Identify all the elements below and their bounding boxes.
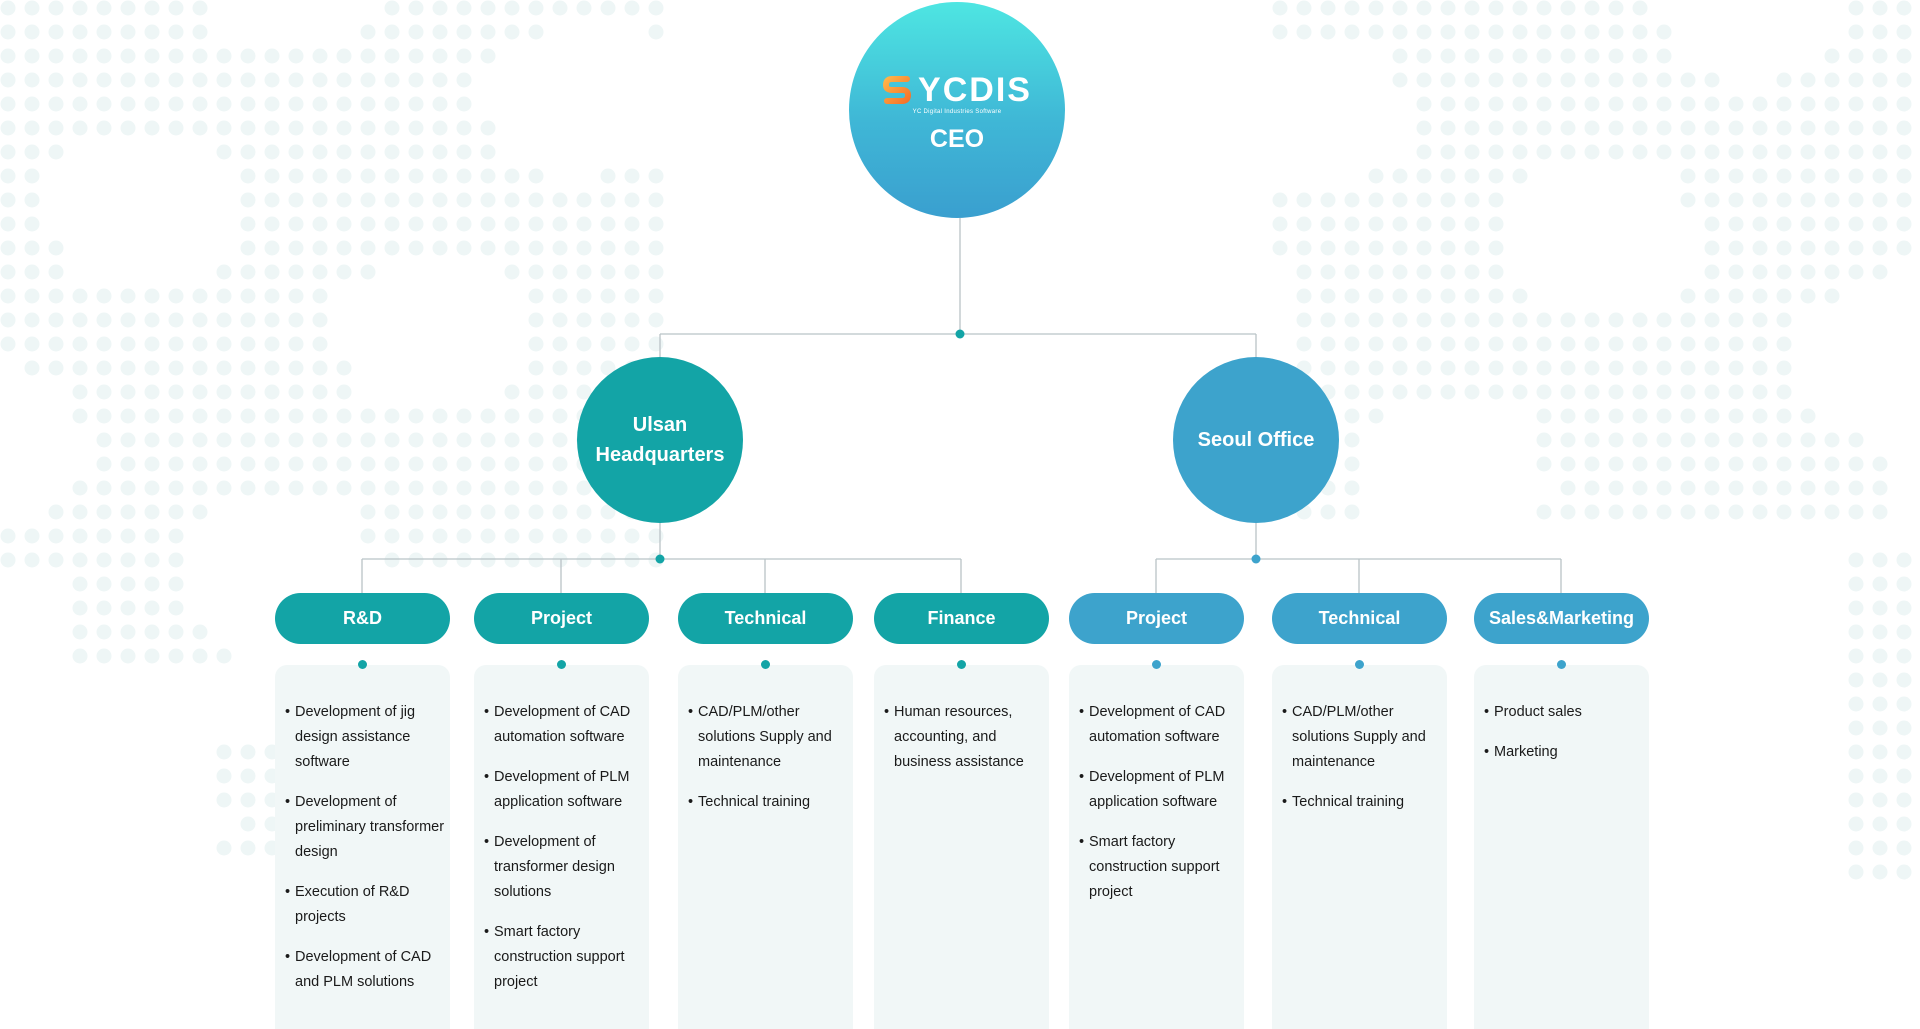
dept-pill-ulsan-project: Project xyxy=(474,593,649,644)
company-logo: YCDIS YC Digital Industries Software xyxy=(882,73,1032,115)
logo-tagline: YC Digital Industries Software xyxy=(912,108,1002,115)
dept-pill-seoul-sales-marketing: Sales&Marketing xyxy=(1474,593,1649,644)
ceo-node: YCDIS YC Digital Industries Software CEO xyxy=(849,2,1065,218)
dept-duty-item: Development of PLM application software xyxy=(484,765,645,815)
dept-duty-item: Human resources, accounting, and busines… xyxy=(884,700,1045,775)
ceo-junction-dot xyxy=(955,329,965,339)
ycdis-logo-mark-icon xyxy=(882,75,912,105)
dept-pill-ulsan-finance: Finance xyxy=(874,593,1049,644)
dept-duty-item: Execution of R&D projects xyxy=(285,880,446,930)
ceo-title: CEO xyxy=(929,124,985,153)
ulsan-headquarters-node: Ulsan Headquarters xyxy=(577,357,743,523)
dept-duty-item: Smart factory construction support proje… xyxy=(484,920,645,995)
dept-duty-item: Development of PLM application software xyxy=(1079,765,1240,815)
seoul-office-label: Seoul Office xyxy=(1197,429,1315,451)
ulsan-headquarters-label: Ulsan Headquarters xyxy=(595,414,725,466)
dept-connector-dot xyxy=(1556,660,1566,669)
logo-wordmark: YCDIS xyxy=(918,70,1032,109)
dept-card-seoul-sales-marketing: Product salesMarketing xyxy=(1474,665,1649,1029)
ulsan-junction-dot xyxy=(655,554,665,564)
dept-connector-dot xyxy=(956,660,966,669)
dept-duty-item: Development of jig design assistance sof… xyxy=(285,700,446,775)
dept-card-ulsan-technical: CAD/PLM/other solutions Supply and maint… xyxy=(678,665,853,1029)
dept-connector-dot xyxy=(1354,660,1364,669)
dept-card-seoul-project: Development of CAD automation softwareDe… xyxy=(1069,665,1244,1029)
dept-connector-dot xyxy=(760,660,770,669)
dept-connector-dot xyxy=(556,660,566,669)
dept-pill-ulsan-r-d: R&D xyxy=(275,593,450,644)
seoul-junction-dot xyxy=(1251,554,1261,564)
dept-duty-item: Marketing xyxy=(1484,740,1645,765)
dept-card-seoul-technical: CAD/PLM/other solutions Supply and maint… xyxy=(1272,665,1447,1029)
dept-duty-item: Smart factory construction support proje… xyxy=(1079,830,1240,905)
dept-pill-ulsan-technical: Technical xyxy=(678,593,853,644)
dept-duty-item: Development of CAD automation software xyxy=(1079,700,1240,750)
dept-duty-item: Technical training xyxy=(688,790,849,815)
dept-duty-item: CAD/PLM/other solutions Supply and maint… xyxy=(1282,700,1443,775)
dept-duty-item: Development of transformer design soluti… xyxy=(484,830,645,905)
seoul-office-node: Seoul Office xyxy=(1173,357,1339,523)
dept-duty-item: Technical training xyxy=(1282,790,1443,815)
dept-card-ulsan-project: Development of CAD automation softwareDe… xyxy=(474,665,649,1029)
dept-duty-item: Development of preliminary transformer d… xyxy=(285,790,446,865)
dept-duty-item: CAD/PLM/other solutions Supply and maint… xyxy=(688,700,849,775)
dept-duty-item: Development of CAD and PLM solutions xyxy=(285,945,446,995)
dept-connector-dot xyxy=(357,660,367,669)
dept-pill-seoul-project: Project xyxy=(1069,593,1244,644)
dept-duty-item: Development of CAD automation software xyxy=(484,700,645,750)
dept-card-ulsan-r-d: Development of jig design assistance sof… xyxy=(275,665,450,1029)
dept-card-ulsan-finance: Human resources, accounting, and busines… xyxy=(874,665,1049,1029)
dept-connector-dot xyxy=(1151,660,1161,669)
dept-duty-item: Product sales xyxy=(1484,700,1645,725)
dept-pill-seoul-technical: Technical xyxy=(1272,593,1447,644)
